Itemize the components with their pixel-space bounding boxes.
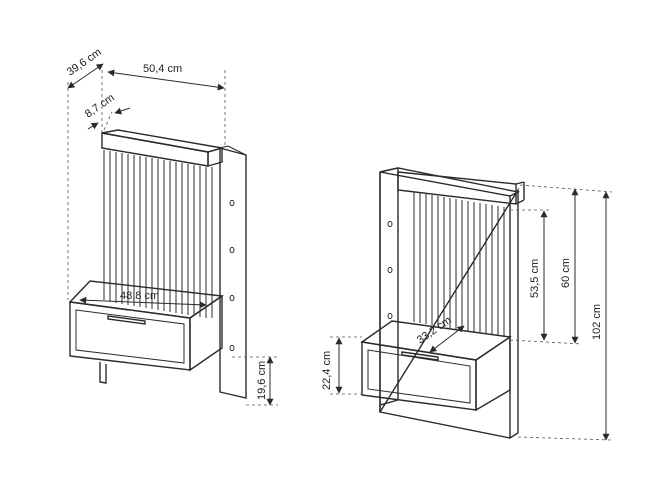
label-left-width: 50,4 cm: [143, 63, 182, 75]
dim-line-left-depth: [67, 63, 104, 89]
right-unit: 33,2 cm 22,4 cm 53,5 cm 60 cm 102 cm: [321, 167, 613, 441]
label-right-drawer-height: 22,4 cm: [321, 351, 333, 390]
left-drawer-handle: [107, 315, 146, 325]
label-left-slat-depth: 8,7 cm: [83, 92, 117, 121]
left-hole-4: [229, 344, 235, 352]
right-hole-2: [387, 266, 393, 274]
left-hole-1: [229, 199, 235, 207]
right-hole-1: [387, 220, 393, 228]
dim-line-left-width: [107, 69, 225, 91]
label-left-shelf-width: 48,8 cm: [120, 290, 159, 302]
left-back-panel: [219, 147, 247, 399]
label-right-slat-height: 53,5 cm: [529, 259, 541, 298]
right-drawer-handle: [401, 351, 439, 361]
left-drawer-front: [69, 301, 191, 371]
label-left-depth: 39,6 cm: [65, 46, 104, 78]
left-unit: 39,6 cm 50,4 cm 8,7 cm 48,8 cm 19,6 cm: [65, 46, 278, 406]
left-hole-2: [229, 246, 235, 254]
left-slats: [103, 150, 213, 318]
right-slats: [413, 192, 505, 337]
label-right-upper-height: 60 cm: [560, 258, 572, 288]
label-right-total-height: 102 cm: [591, 304, 603, 340]
left-hole-3: [229, 294, 235, 302]
dim-line-left-shelf: [79, 296, 207, 309]
left-top-cap: [101, 129, 223, 153]
label-left-gap: 19,6 cm: [256, 361, 268, 400]
right-hole-3: [387, 312, 393, 320]
label-right-shelf-depth: 33,2 cm: [415, 314, 454, 346]
dim-line-right-shelf: [429, 325, 465, 353]
